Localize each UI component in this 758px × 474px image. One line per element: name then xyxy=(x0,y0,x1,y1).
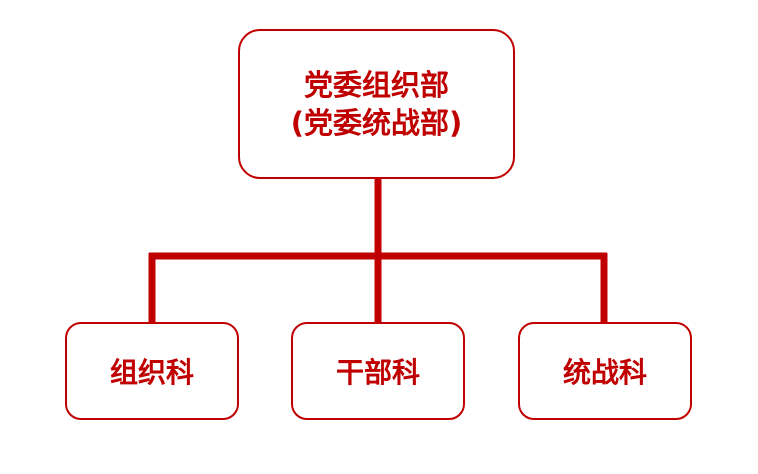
org-node-united-front-section: 统战科 xyxy=(518,322,692,420)
org-node-cadre-section: 干部科 xyxy=(291,322,465,420)
org-node-label: 组织科 xyxy=(109,356,194,389)
org-node-label: 统战科 xyxy=(562,356,647,389)
org-node-root-subtitle: (党委统战部) xyxy=(290,106,463,140)
org-node-label: 干部科 xyxy=(335,356,420,389)
org-node-root: 党委组织部 (党委统战部) xyxy=(238,29,515,179)
org-node-organization-section: 组织科 xyxy=(65,322,239,420)
org-node-root-title: 党委组织部 xyxy=(303,68,449,102)
